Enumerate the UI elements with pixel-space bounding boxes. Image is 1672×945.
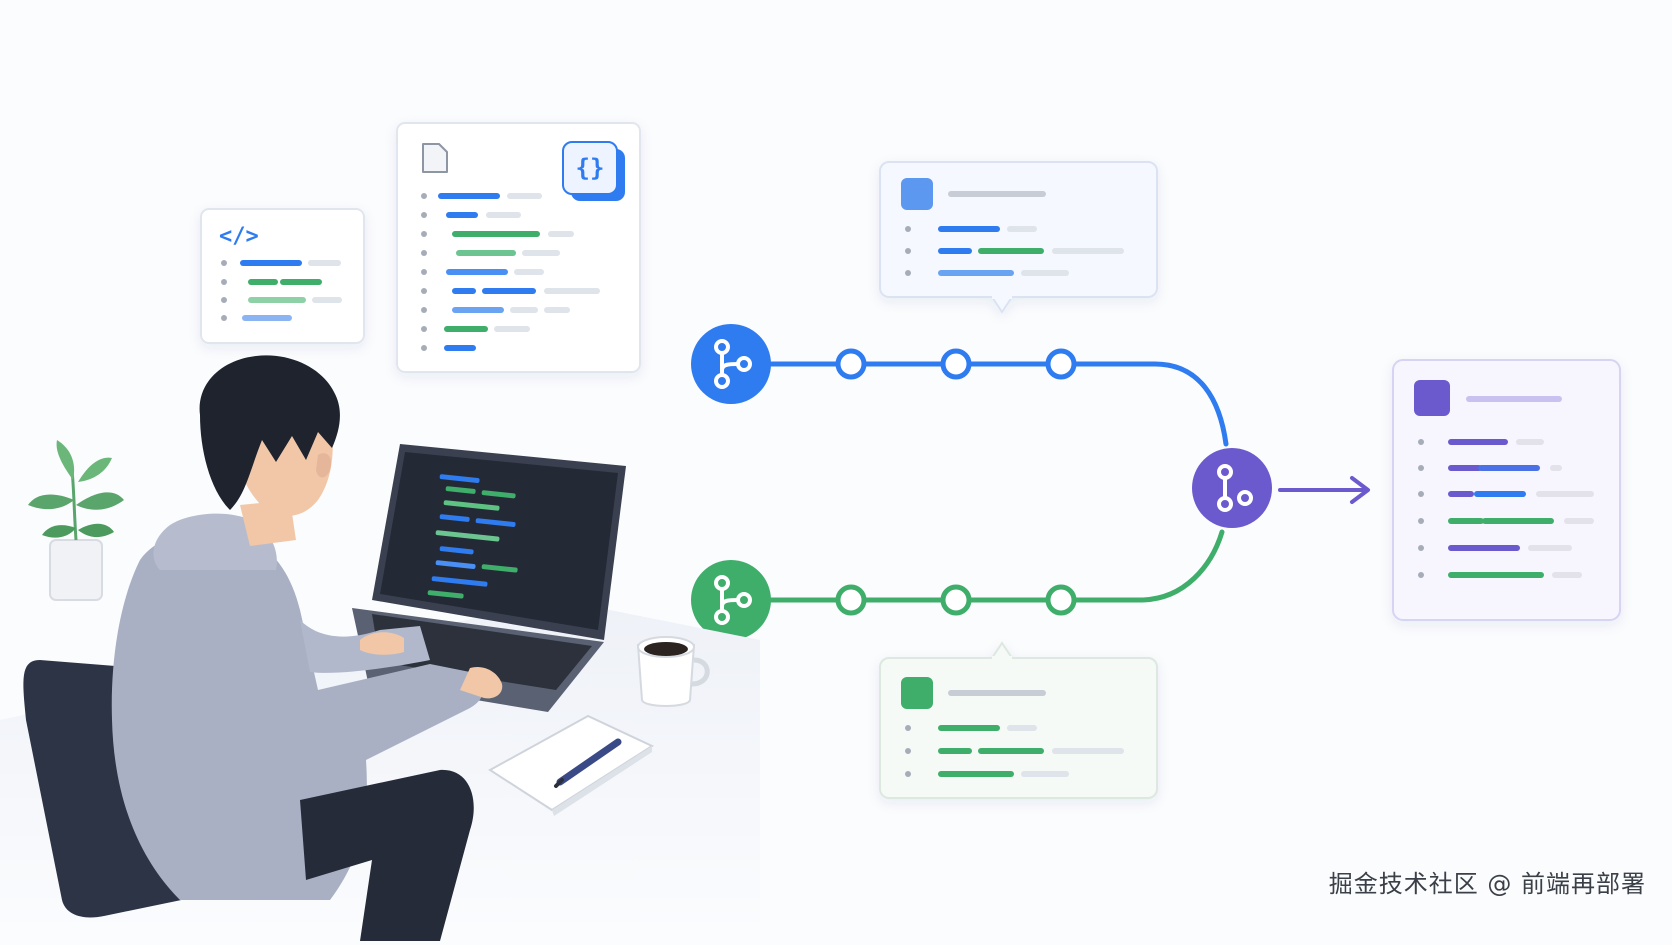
merged-card-content xyxy=(1414,380,1594,578)
green-card-content xyxy=(901,677,1124,777)
coffee-cup-icon xyxy=(636,636,710,707)
green-commits xyxy=(835,584,1077,616)
blue-branch-node-icon xyxy=(691,324,771,404)
watermark-text: 掘金技术社区 @ 前端再部署 xyxy=(1328,870,1646,898)
html-code-icon: </> xyxy=(219,224,259,249)
merge-arrow xyxy=(1278,476,1370,504)
html-code-lines xyxy=(221,260,342,321)
developer-person-icon xyxy=(111,355,503,941)
blue-commits xyxy=(835,348,1077,380)
json-code-lines xyxy=(421,193,600,351)
green-branch-line xyxy=(727,529,1225,603)
green-branch-node-icon xyxy=(691,560,771,640)
plant-icon xyxy=(28,440,124,601)
html-code-card xyxy=(200,208,365,344)
merged-result-card xyxy=(1392,359,1621,621)
green-branch-card xyxy=(879,641,1158,799)
json-braces-text: {} xyxy=(576,154,605,182)
developer-scene xyxy=(0,355,760,941)
json-braces-icon xyxy=(562,141,625,201)
blue-branch-line xyxy=(727,361,1229,447)
blue-card-content xyxy=(901,178,1124,276)
file-icon xyxy=(422,143,448,173)
notebook-icon xyxy=(488,714,655,816)
merge-node-icon xyxy=(1192,448,1272,528)
